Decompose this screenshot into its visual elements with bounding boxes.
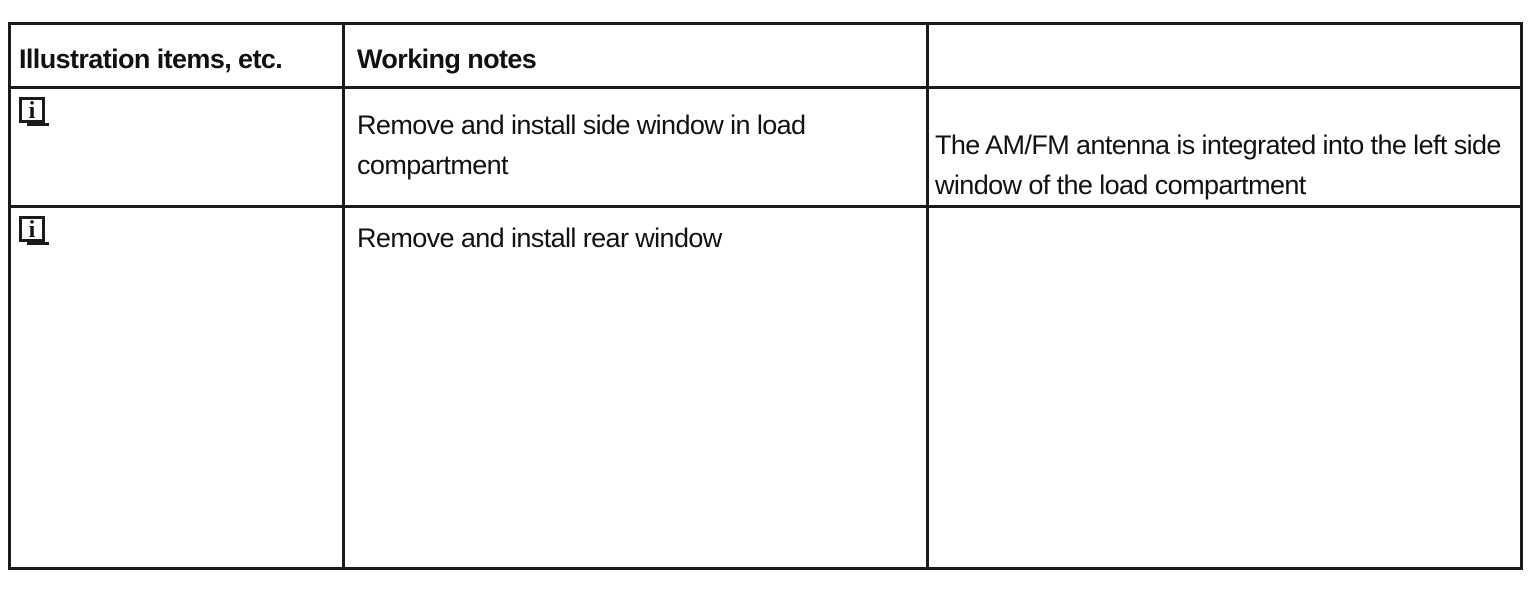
header-cell-working-notes: Working notes: [342, 22, 929, 89]
header-remarks: [929, 25, 1520, 39]
remark-cell: The AM/FM antenna is integrated into the…: [926, 86, 1523, 208]
table-header-row: Illustration items, etc. Working notes: [8, 22, 1523, 89]
working-note-text: Remove and install side window in load c…: [357, 110, 806, 180]
working-note-cell: Remove and install side window in load c…: [342, 86, 929, 208]
illustration-cell: i: [8, 86, 345, 208]
header-cell-illustration: Illustration items, etc.: [8, 22, 345, 89]
remark-text: The AM/FM antenna is integrated into the…: [935, 130, 1501, 200]
remark-cell: [926, 205, 1523, 570]
header-illustration-items: Illustration items, etc.: [19, 44, 283, 74]
working-note-cell: Remove and install rear window: [342, 205, 929, 570]
info-icon: i: [19, 97, 49, 126]
working-notes-table: Illustration items, etc. Working notes i…: [8, 22, 1523, 570]
table-row: i Remove and install rear window: [8, 205, 1523, 570]
header-working-notes: Working notes: [357, 44, 537, 74]
table-row: i Remove and install side window in load…: [8, 86, 1523, 208]
illustration-cell: i: [8, 205, 345, 570]
header-cell-remarks: [926, 22, 1523, 89]
remark-text: [929, 208, 1520, 218]
info-icon: i: [19, 216, 49, 245]
working-note-text: Remove and install rear window: [357, 223, 722, 253]
